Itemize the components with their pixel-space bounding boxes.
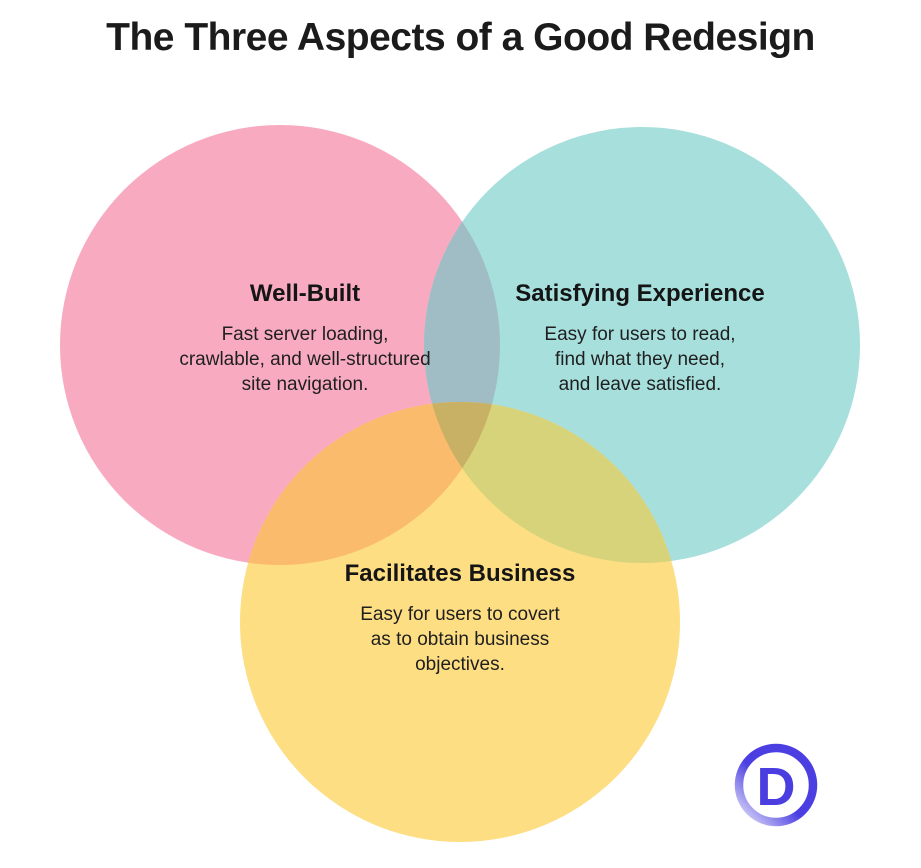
logo-ring <box>734 743 818 827</box>
facilitates-business-section: Facilitates Business Easy for users to c… <box>285 558 635 677</box>
overlap-pink-yellow <box>240 402 500 565</box>
well-built-description-line: Fast server loading, <box>221 324 389 345</box>
satisfying-experience-label: Satisfying Experience <box>515 280 765 307</box>
well-built-description-line: crawlable, and well-structured <box>179 349 431 370</box>
facilitates-business-description-line: as to obtain business <box>370 629 550 650</box>
overlap-teal-yellow <box>424 402 680 563</box>
brand-logo-icon: D <box>734 743 818 827</box>
well-built-section: Well-Built Fast server loading, crawlabl… <box>130 278 480 397</box>
facilitates-business-label: Facilitates Business <box>344 560 576 587</box>
satisfying-experience-description-line: and leave satisfied. <box>558 374 722 395</box>
well-built-label: Well-Built <box>249 280 361 307</box>
facilitates-business-description-line: Easy for users to covert <box>360 604 560 625</box>
satisfying-experience-description-line: find what they need, <box>554 349 726 370</box>
well-built-description-line: site navigation. <box>241 374 369 395</box>
satisfying-experience-description-line: Easy for users to read, <box>544 324 736 345</box>
page-title: The Three Aspects of a Good Redesign <box>106 16 815 59</box>
satisfying-experience-section: Satisfying Experience Easy for users to … <box>465 278 815 397</box>
logo-letter: D <box>757 757 796 817</box>
facilitates-business-description-line: objectives. <box>415 654 505 675</box>
